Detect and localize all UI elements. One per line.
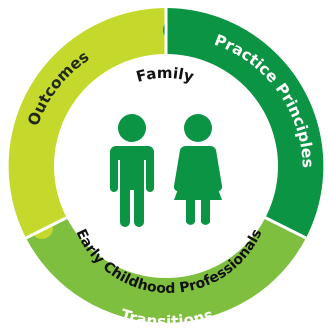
connector-top: [163, 19, 185, 41]
male-figure-icon: [110, 114, 154, 227]
label-family: Family: [134, 64, 196, 86]
connector-right: [289, 211, 311, 233]
female-figure-icon: [173, 114, 223, 225]
center-circle: [54, 54, 278, 278]
divider-right: [259, 213, 307, 240]
label-family-text: Family: [134, 64, 196, 86]
divider-left: [25, 213, 73, 240]
connector-left: [31, 217, 53, 239]
